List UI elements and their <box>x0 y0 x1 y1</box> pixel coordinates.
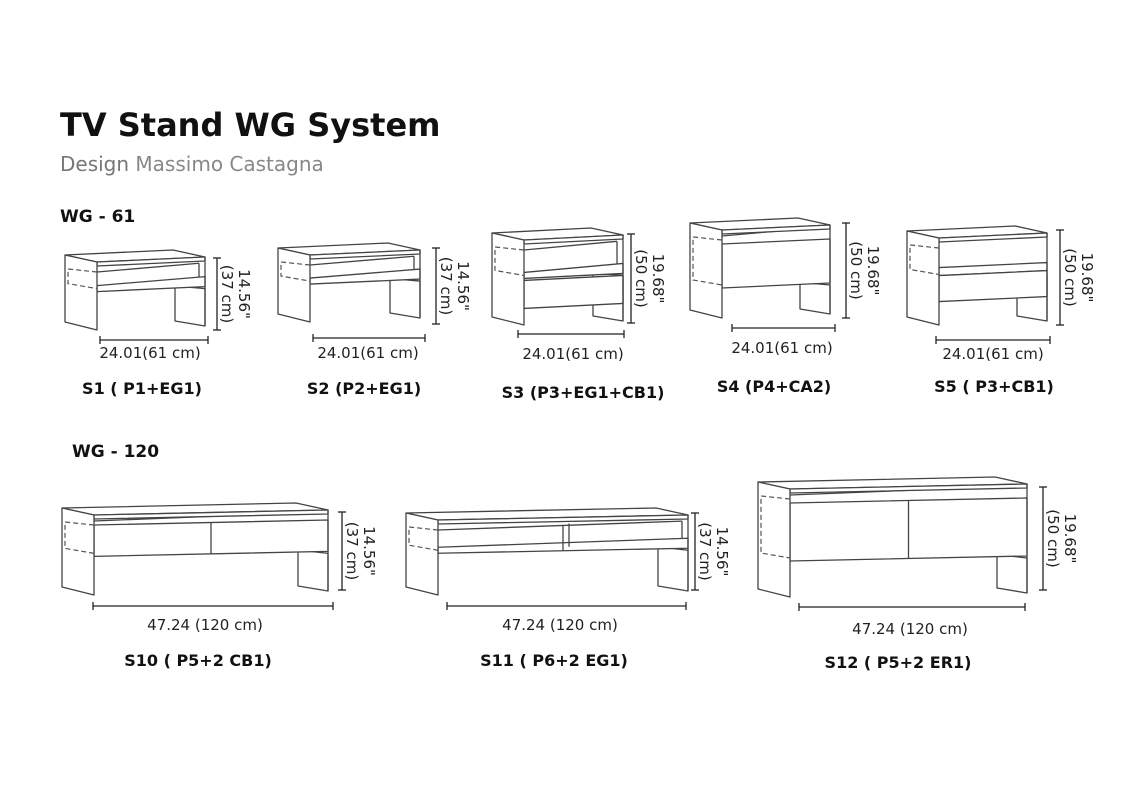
height-cm: (37 cm) <box>218 265 236 323</box>
hidden-drawer-outline <box>909 244 940 276</box>
stand-module: 14.56"(37 cm) 24.01(61 cm) S1 ( P1+EG1) <box>64 249 253 398</box>
back-rail <box>309 255 415 266</box>
designer-name: Massimo Castagna <box>135 152 323 176</box>
width-label: 24.01(61 cm) <box>731 339 832 357</box>
right-leg-panel <box>799 281 831 315</box>
height-inches: 14.56" <box>713 527 731 577</box>
left-side-panel <box>405 512 439 596</box>
height-cm: (37 cm) <box>437 257 455 315</box>
height-cm: (37 cm) <box>696 522 714 580</box>
module-caption: S3 (P3+EG1+CB1) <box>502 383 665 402</box>
drawer-front <box>523 274 624 310</box>
back-rail <box>523 240 618 251</box>
module-caption: S11 ( P6+2 EG1) <box>480 651 628 670</box>
group-label-wg61: WG - 61 <box>60 207 135 227</box>
hidden-drawer-outline <box>64 521 95 554</box>
left-side-panel <box>61 507 95 596</box>
drawer-front <box>721 238 831 289</box>
design-prefix: Design <box>60 152 129 176</box>
left-side-panel <box>757 481 791 598</box>
page-title: TV Stand WG System <box>60 106 441 144</box>
right-leg-panel <box>297 549 329 592</box>
group-label-wg120: WG - 120 <box>72 442 159 462</box>
stand-module: 14.56"(37 cm) 47.24 (120 cm) S11 ( P6+2 EG… <box>405 507 731 670</box>
hidden-drawer-outline <box>67 268 98 290</box>
width-label: 24.01(61 cm) <box>522 345 623 363</box>
height-cm: (50 cm) <box>632 249 650 307</box>
module-caption: S4 (P4+CA2) <box>717 377 831 396</box>
height-inches: 14.56" <box>235 269 253 319</box>
height-cm: (50 cm) <box>847 241 865 299</box>
hidden-drawer-outline <box>494 246 525 277</box>
hidden-drawer-outline <box>280 261 311 282</box>
right-leg-panel <box>389 277 421 319</box>
height-cm: (50 cm) <box>1044 509 1062 567</box>
stand-module: 19.68"(50 cm) 47.24 (120 cm) S12 ( P5+2 ER… <box>757 476 1079 672</box>
module-caption: S5 ( P3+CB1) <box>934 377 1054 396</box>
height-inches: 14.56" <box>360 526 378 576</box>
module-caption: S10 ( P5+2 CB1) <box>124 651 272 670</box>
module-caption: S2 (P2+EG1) <box>307 379 421 398</box>
width-label: 24.01(61 cm) <box>317 344 418 362</box>
left-side-panel <box>906 230 940 326</box>
hidden-drawer-outline <box>692 236 723 286</box>
right-leg-panel <box>657 546 689 592</box>
width-label: 24.01(61 cm) <box>99 344 200 362</box>
stand-module: 19.68"(50 cm) 24.01(61 cm) S4 (P4+CA2) <box>689 217 882 396</box>
width-label: 24.01(61 cm) <box>942 345 1043 363</box>
left-side-panel <box>491 232 525 326</box>
height-inches: 19.68" <box>649 254 667 304</box>
height-inches: 19.68" <box>864 246 882 296</box>
height-cm: (50 cm) <box>1061 248 1079 306</box>
hidden-drawer-outline <box>760 495 791 559</box>
height-inches: 19.68" <box>1061 514 1079 564</box>
height-inches: 19.68" <box>1078 253 1096 303</box>
left-side-panel <box>277 247 311 323</box>
stand-module: 19.68"(50 cm) 24.01(61 cm) S3 (P3+EG1+CB1) <box>491 227 667 402</box>
width-label: 47.24 (120 cm) <box>502 616 618 634</box>
right-leg-panel <box>996 553 1028 594</box>
height-inches: 14.56" <box>454 261 472 311</box>
module-caption: S1 ( P1+EG1) <box>82 379 202 398</box>
drawer-front <box>938 269 1048 303</box>
left-side-panel <box>64 254 98 331</box>
module-caption: S12 ( P5+2 ER1) <box>825 653 972 672</box>
width-label: 47.24 (120 cm) <box>147 616 263 634</box>
stand-module: 14.56"(37 cm) 47.24 (120 cm) S10 ( P5+2 CB… <box>61 502 378 670</box>
width-label: 47.24 (120 cm) <box>852 620 968 638</box>
left-side-panel <box>689 222 723 319</box>
drawings: 14.56"(37 cm)24.01(61 cm)S1 ( P1+EG1)14.… <box>61 217 1096 672</box>
height-cm: (37 cm) <box>343 522 361 580</box>
designer-credit: Design Massimo Castagna <box>60 152 324 176</box>
stand-module: 19.68"(50 cm) 24.01(61 cm) S5 ( P3+CB1) <box>906 225 1096 396</box>
stand-module: 14.56"(37 cm) 24.01(61 cm) S2 (P2+EG1) <box>277 242 472 398</box>
back-rail <box>437 520 683 531</box>
back-rail <box>96 262 200 273</box>
right-leg-panel <box>174 285 206 327</box>
